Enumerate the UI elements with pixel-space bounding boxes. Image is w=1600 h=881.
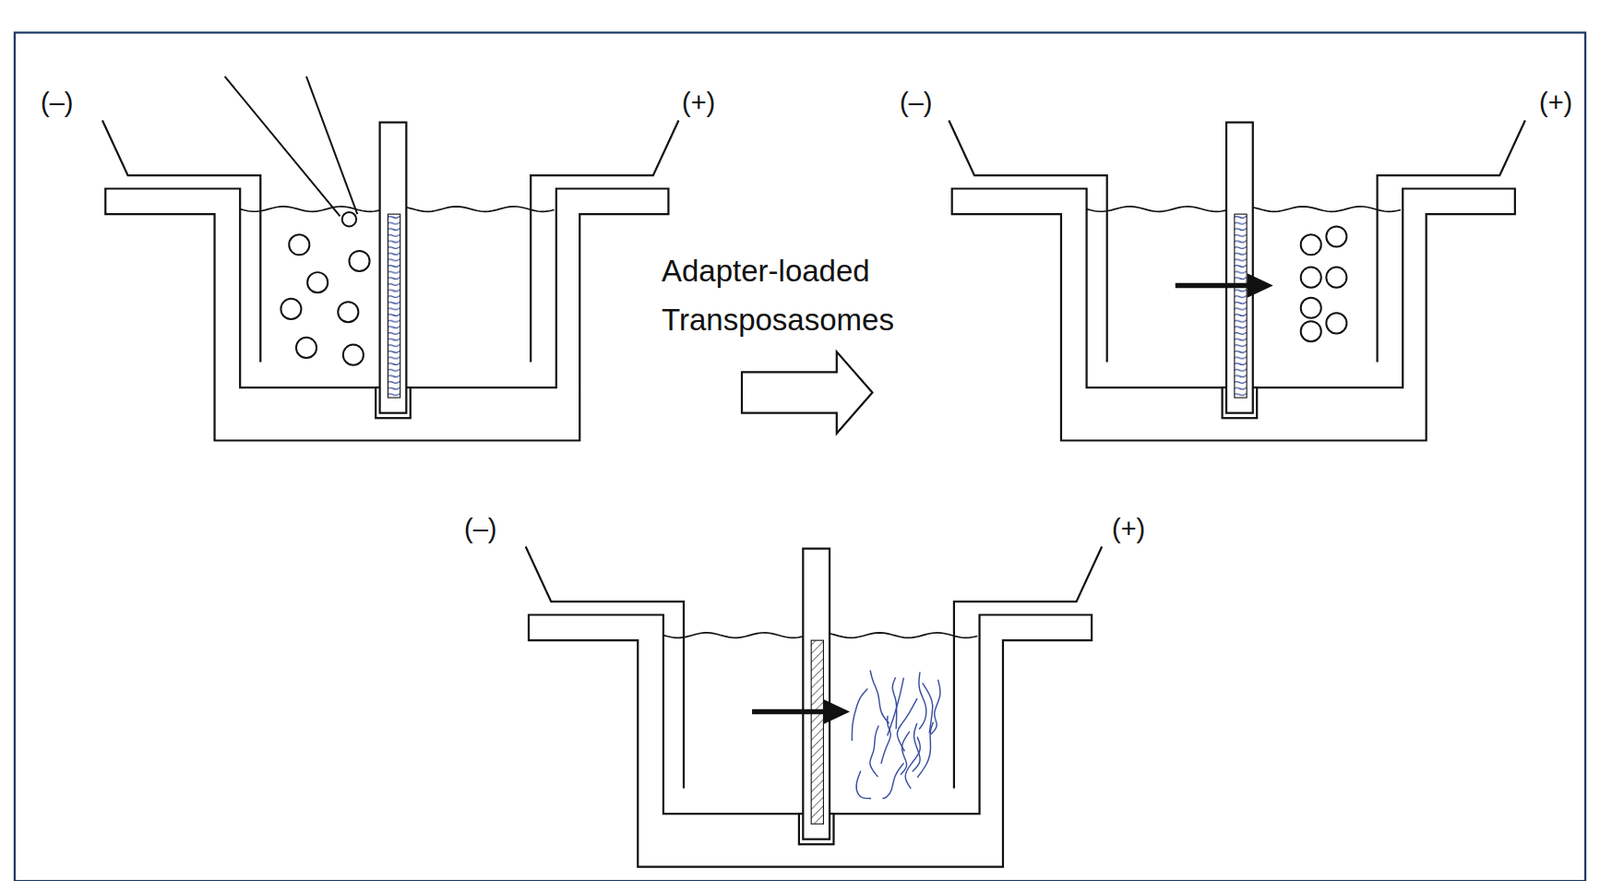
step-label: Adapter-loaded Transposasomes bbox=[661, 247, 939, 346]
anode-wire bbox=[1377, 119, 1526, 362]
transposome-particle bbox=[288, 234, 310, 255]
transposome-particle bbox=[1301, 321, 1322, 342]
dna-strand bbox=[887, 678, 905, 737]
dna-strand bbox=[892, 677, 897, 729]
dna-strand bbox=[912, 723, 920, 772]
dna-strand bbox=[882, 763, 904, 799]
transposome-particle bbox=[307, 272, 328, 293]
cathode-wire bbox=[948, 119, 1107, 362]
gel-membrane bbox=[387, 214, 400, 398]
transposome-particle bbox=[1301, 298, 1322, 319]
dna-strand bbox=[919, 671, 927, 729]
electrode-polarity: (+) bbox=[1539, 86, 1573, 120]
anode-wire bbox=[954, 546, 1102, 789]
electrode-polarity: (–) bbox=[40, 86, 73, 120]
electrode-polarity: (+) bbox=[681, 86, 716, 120]
gel-chamber bbox=[102, 76, 680, 442]
membrane-holder bbox=[380, 122, 407, 414]
transposome-particle bbox=[1301, 234, 1322, 255]
dna-strand bbox=[896, 698, 918, 752]
electrode-polarity: (–) bbox=[464, 513, 497, 546]
dna-strand bbox=[870, 670, 890, 725]
transposome-particle bbox=[1325, 226, 1347, 247]
transposome-particle bbox=[337, 301, 359, 323]
anode-wire bbox=[530, 119, 679, 362]
electrode-polarity: (–) bbox=[899, 86, 932, 120]
gel-chamber bbox=[525, 546, 1103, 867]
membrane-holder bbox=[802, 549, 830, 840]
cathode-wire bbox=[525, 546, 684, 789]
transposome-particle bbox=[1325, 267, 1347, 288]
transposome-particle bbox=[343, 345, 364, 366]
electrode-polarity: (+) bbox=[1111, 513, 1146, 546]
dna-strand bbox=[870, 726, 879, 777]
transposome-particle bbox=[296, 337, 317, 359]
gel-membrane bbox=[811, 640, 824, 824]
transposome-particle bbox=[1301, 267, 1322, 288]
dna-strand bbox=[905, 737, 920, 789]
gel-membrane bbox=[1234, 214, 1247, 398]
dna-strand bbox=[917, 722, 933, 778]
transposome-particle bbox=[280, 298, 301, 320]
transposome-particle bbox=[1325, 312, 1347, 334]
frame-border bbox=[14, 32, 1586, 881]
migration-arrow bbox=[1175, 277, 1267, 295]
pipette-drop bbox=[342, 212, 357, 227]
dna-strand bbox=[922, 682, 933, 733]
migration-arrow bbox=[752, 704, 844, 721]
membrane-holder bbox=[1226, 122, 1254, 414]
dna-strand bbox=[900, 731, 910, 776]
transposome-particle bbox=[348, 250, 370, 272]
step-arrow bbox=[741, 351, 872, 433]
dna-strand bbox=[851, 688, 868, 741]
cathode-wire bbox=[102, 119, 261, 362]
dna-strand bbox=[856, 771, 872, 800]
pipette-tip bbox=[225, 76, 359, 216]
gel-chamber bbox=[948, 119, 1526, 441]
